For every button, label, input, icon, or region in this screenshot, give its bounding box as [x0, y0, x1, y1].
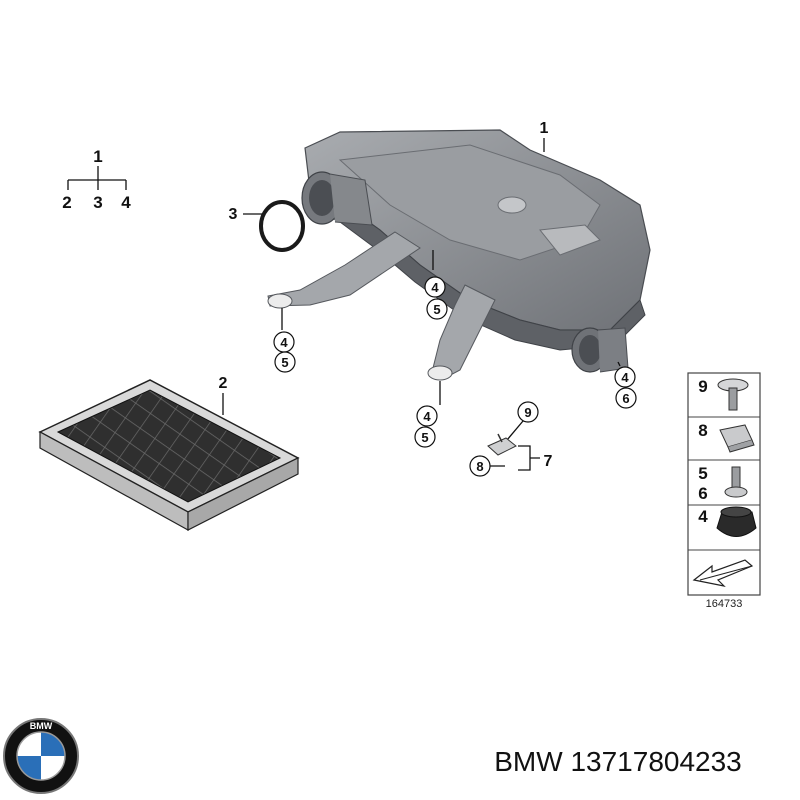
part-number: 13717804233 — [570, 746, 741, 777]
panel-row-num: 9 — [698, 377, 707, 396]
callout-bracket-8: 8 — [476, 459, 483, 474]
callouts: 1 2 3 7 — [219, 120, 553, 470]
bmw-logo-letters: BMW — [30, 721, 53, 731]
callout-center-bottom-a: 4 — [423, 409, 431, 424]
bmw-logo: BMW — [3, 718, 79, 794]
callout-circle — [414, 426, 436, 448]
panel-row-num: 4 — [698, 507, 708, 526]
callout-circle — [274, 351, 296, 373]
callout-center-top-b: 5 — [433, 302, 440, 317]
callout-circle — [416, 405, 438, 427]
part-title: BMW 13717804233 — [494, 746, 742, 777]
tree-root-label: 1 — [93, 147, 102, 166]
panel-row-num: 5 — [698, 464, 707, 483]
screw-icon — [717, 378, 749, 411]
bolt-icon — [724, 466, 748, 498]
callout-circle — [614, 366, 636, 388]
callout-housing: 1 — [540, 120, 549, 137]
callout-seal-ring: 3 — [229, 206, 238, 223]
parts-panel: 9 8 5 6 4 164733 — [687, 372, 761, 610]
callout-circle — [517, 401, 539, 423]
panel-row-num: 8 — [698, 421, 707, 440]
callout-center-bottom-b: 5 — [421, 430, 428, 445]
panel-row-num: 6 — [698, 484, 707, 503]
callout-circle — [426, 298, 448, 320]
callout-bracket-7: 7 — [544, 453, 553, 470]
callout-bracket-9: 9 — [524, 405, 531, 420]
callout-circle — [615, 387, 637, 409]
tree-child-label: 2 — [62, 193, 71, 212]
callout-center-top-a: 4 — [431, 280, 439, 295]
callout-left-mount-a: 4 — [280, 335, 288, 350]
callout-left-mount-b: 5 — [281, 355, 288, 370]
hierarchy-tree: 1 2 3 4 — [62, 147, 131, 212]
callout-filter: 2 — [219, 375, 228, 392]
diagram-ref-number: 164733 — [706, 598, 743, 610]
tree-child-label: 3 — [93, 193, 102, 212]
air-filter-housing — [267, 129, 651, 381]
callout-right-mount-a: 4 — [621, 370, 629, 385]
circled-callouts: 4 5 4 5 4 5 4 6 9 8 — [273, 250, 637, 477]
brand-name: BMW — [494, 746, 563, 777]
callout-circle — [424, 276, 446, 298]
clip-nut-icon — [719, 424, 755, 453]
tree-child-label: 4 — [121, 193, 131, 212]
callout-right-mount-b: 6 — [622, 391, 629, 406]
view-arrow-icon — [692, 559, 754, 587]
seal-ring — [259, 200, 305, 252]
air-filter-element — [38, 379, 300, 532]
rubber-grommet-icon — [716, 506, 757, 537]
